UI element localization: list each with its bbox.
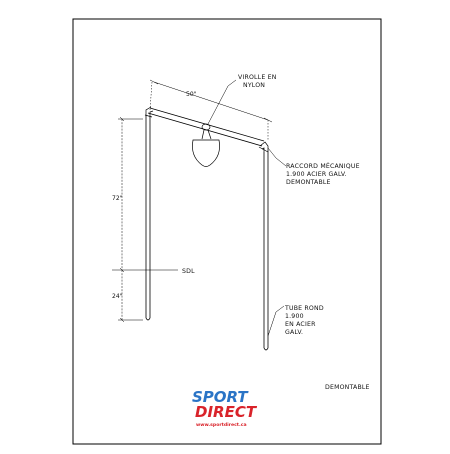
sport-direct-logo: SPORT DIRECT www.sportdirect.ca	[192, 388, 258, 428]
ground-label: SDL	[182, 268, 195, 275]
left-post	[145, 116, 151, 321]
speed-ball	[192, 123, 220, 167]
logo-url: www.sportdirect.ca	[196, 422, 247, 428]
depth-dimension-label: 24"	[112, 293, 123, 300]
tube-label-line1: TUBE ROND	[284, 305, 324, 312]
logo-sport: SPORT	[192, 388, 249, 406]
right-fitting	[258, 141, 269, 153]
tube-label-line4: GALV.	[285, 329, 303, 336]
ferrule-label-line2: NYLON	[243, 82, 265, 89]
tube-label-line2: 1.900	[285, 313, 304, 320]
left-fitting	[144, 106, 154, 118]
width-dimension	[149, 79, 273, 140]
right-post	[263, 150, 269, 351]
fitting-leader	[267, 147, 287, 167]
logo-direct: DIRECT	[195, 403, 258, 421]
fitting-label-line1: RACCORD MÉCANIQUE	[286, 161, 360, 170]
width-dimension-label: 50"	[186, 91, 197, 98]
height-dimension-label: 72"	[112, 195, 123, 202]
fitting-label-line3: DEMONTABLE	[286, 179, 331, 186]
tube-label-line3: EN ACIER	[285, 321, 316, 328]
footer-note: DEMONTABLE	[325, 384, 370, 391]
ferrule-label-line1: VIROLLE EN	[238, 74, 277, 81]
tube-leader	[267, 305, 285, 337]
depth-dimension	[118, 270, 143, 323]
fitting-label-line2: 1.900 ACIER GALV.	[286, 171, 347, 178]
crossbar	[147, 107, 265, 147]
ferrule-leader	[207, 79, 237, 125]
page-border	[72, 18, 382, 445]
